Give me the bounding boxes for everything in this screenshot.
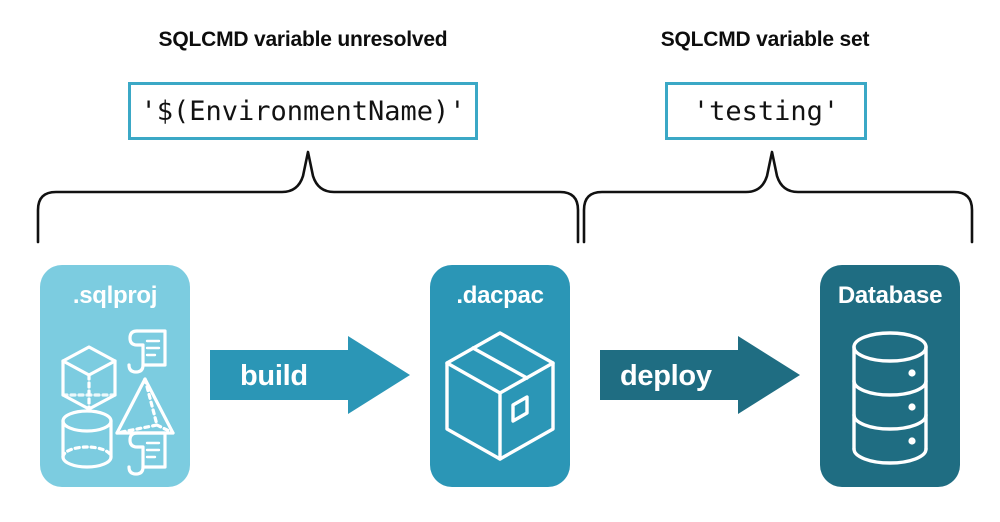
dacpac-artwork [430, 317, 570, 485]
brace-left [36, 150, 580, 244]
stage-label-sqlproj: .sqlproj [72, 282, 158, 309]
code-box-environment-name: '$(EnvironmentName)' [128, 82, 478, 140]
arrow-deploy-shape [600, 336, 800, 414]
code-box-testing: 'testing' [665, 82, 867, 140]
arrow-deploy [600, 336, 800, 414]
caption-sqlcmd-variable-set: SQLCMD variable set [660, 28, 870, 51]
cube-icon [61, 345, 117, 411]
database-cylinder-icon [852, 331, 928, 465]
database-status-dots [908, 369, 916, 445]
arrow-build-label: build [240, 360, 308, 392]
sqlproj-artwork [40, 317, 190, 485]
cylinder-icon [61, 409, 113, 469]
stage-card-database[interactable]: Database [820, 265, 960, 487]
arrow-build-shape [210, 336, 410, 414]
stage-card-dacpac[interactable]: .dacpac [430, 265, 570, 487]
package-box-icon [445, 331, 555, 461]
stage-label-dacpac: .dacpac [456, 282, 544, 309]
pyramid-icon [115, 377, 175, 435]
scroll-icon [127, 329, 167, 374]
scroll-icon [127, 431, 167, 476]
stage-label-database: Database [837, 282, 943, 309]
brace-right [582, 150, 974, 244]
caption-sqlcmd-variable-unresolved: SQLCMD variable unresolved [158, 28, 448, 51]
database-artwork [820, 317, 960, 485]
arrow-build [210, 336, 410, 414]
stage-card-sqlproj[interactable]: .sqlproj [40, 265, 190, 487]
arrow-deploy-label: deploy [620, 360, 712, 392]
